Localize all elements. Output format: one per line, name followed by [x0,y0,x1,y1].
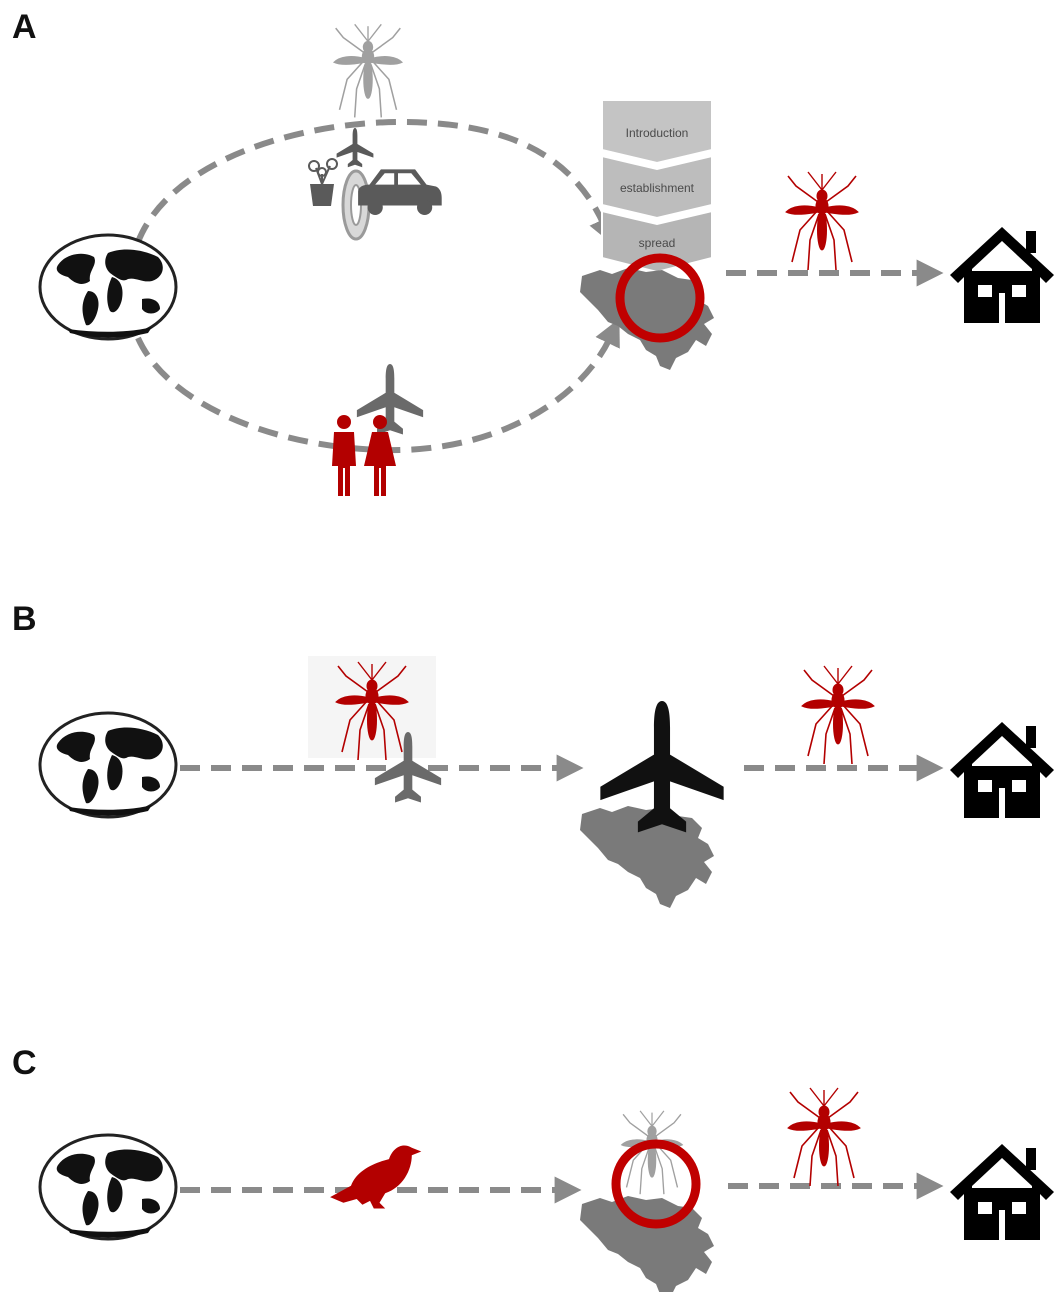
stage-spread-label: spread [639,236,676,250]
stage-chevrons: Introduction establishment spread [601,99,713,274]
house-icon [950,227,1054,323]
panel-a: A [12,8,1054,496]
target-ring-icon [611,1139,701,1229]
globe-icon [38,233,178,341]
target-ring-icon [615,253,705,343]
mosquito-icon [333,23,403,119]
globe-icon [38,1133,178,1241]
country-map-icon [580,1196,714,1292]
panel-b-letter: B [12,600,37,638]
panel-b: B [12,600,1054,908]
mosquito-icon [801,665,875,765]
stage-introduction-label: Introduction [626,126,689,140]
airplane-icon [336,128,374,168]
plant-icon [308,158,338,207]
lower-route-arrow [135,318,620,454]
mosquito-icon [785,171,859,271]
car-icon [358,169,442,215]
bird-icon [330,1145,422,1209]
panel-a-letter: A [12,8,37,46]
stage-establishment-label: establishment [620,181,695,195]
upper-route-arrow [135,118,615,245]
globe-icon [38,711,178,819]
mosquito-icon [787,1087,861,1187]
house-icon [950,1144,1054,1240]
panel-c-letter: C [12,1044,37,1082]
panel-c: C [12,1044,1054,1292]
airplane-icon [356,364,424,435]
house-icon [950,722,1054,818]
